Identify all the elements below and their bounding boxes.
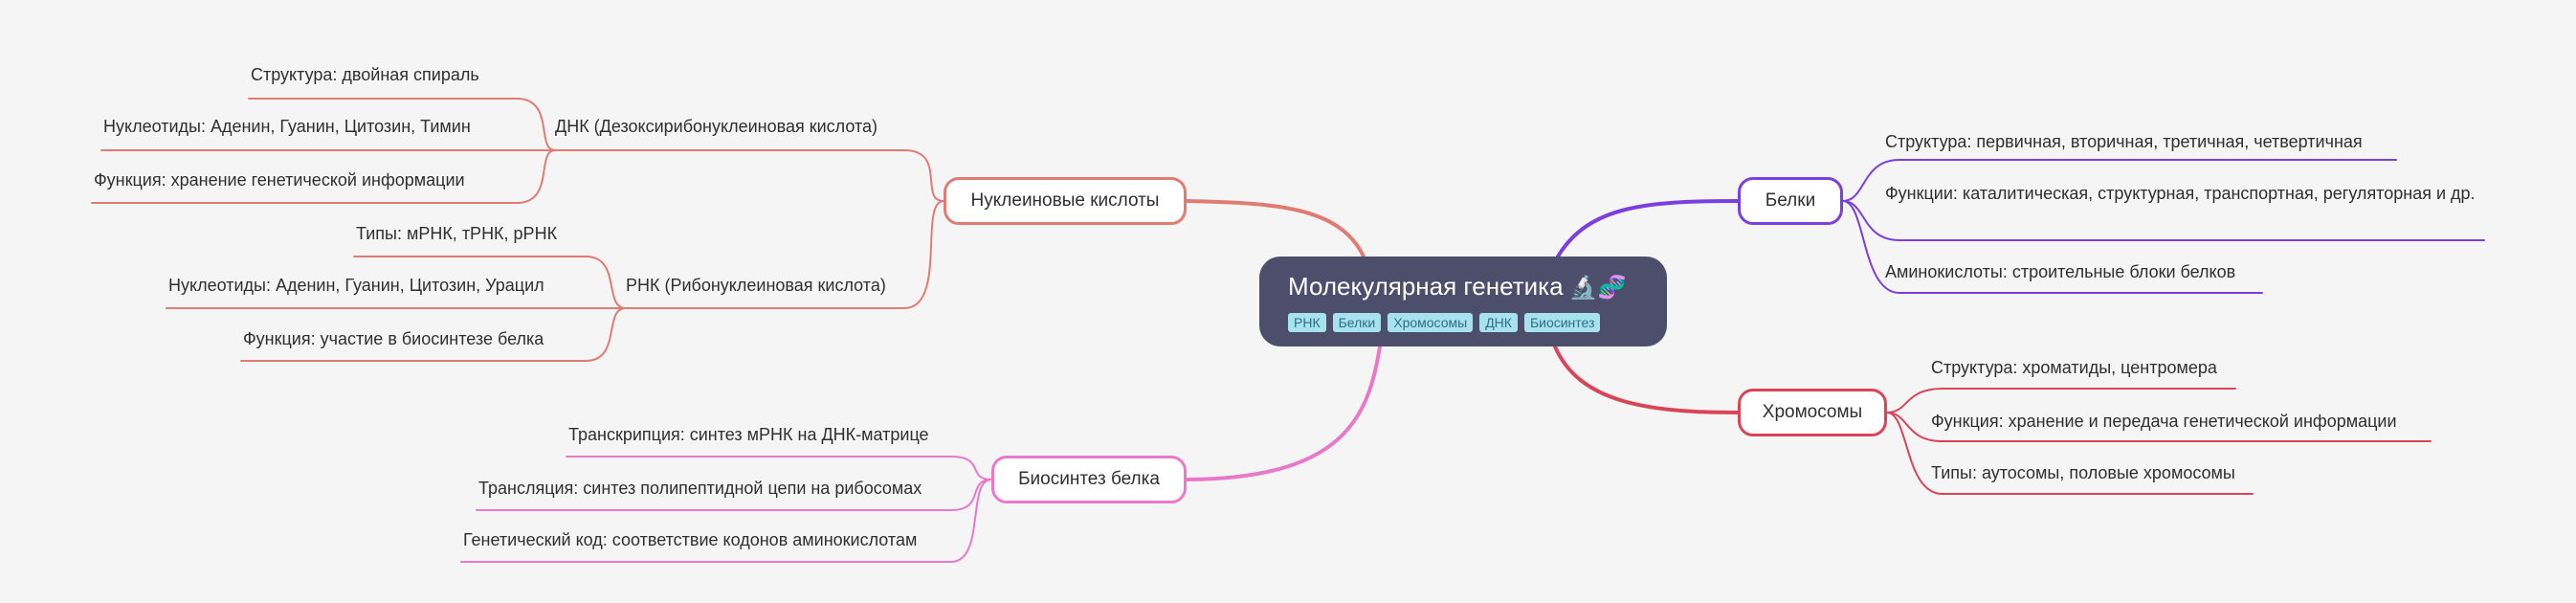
connector-central-proteins — [1556, 199, 1740, 258]
rna-nucleotides[interactable]: Нуклеотиды: Аденин, Гуанин, Цитозин, Ура… — [168, 276, 544, 295]
connector-central-chromosomes — [1553, 345, 1740, 414]
connector-rna-types — [353, 256, 627, 309]
tag-rna[interactable]: РНК — [1288, 313, 1326, 332]
chromosomes-function[interactable]: Функция: хранение и передача генетическо… — [1931, 412, 2397, 431]
connector-central-nucleic — [1185, 199, 1366, 258]
connector-dna-structure — [248, 98, 556, 151]
biosynthesis-transcription[interactable]: Транскрипция: синтез мРНК на ДНК-матрице — [568, 425, 929, 444]
branch-nucleic-acids[interactable]: Нуклеиновые кислоты — [944, 177, 1187, 225]
branch-proteins[interactable]: Белки — [1738, 177, 1843, 225]
connector-chromo-function — [1886, 412, 2432, 442]
microscope-dna-icon: 🔬🧬 — [1568, 275, 1627, 301]
tag-biosynthesis[interactable]: Биосинтез — [1523, 313, 1601, 332]
connector-bio-translation — [476, 479, 992, 511]
branch-protein-biosynthesis-label: Биосинтез белка — [1018, 469, 1160, 489]
connector-chromo-types — [1886, 412, 2254, 495]
connector-central-biosynthesis — [1185, 345, 1382, 481]
chromosomes-types[interactable]: Типы: аутосомы, половые хромосомы — [1931, 463, 2235, 482]
branch-chromosomes-label: Хромосомы — [1762, 402, 1863, 422]
connector-proteins-structure — [1842, 159, 2397, 202]
proteins-amino-acids[interactable]: Аминокислоты: строительные блоки белков — [1885, 262, 2236, 281]
tag-proteins[interactable]: Белки — [1332, 313, 1382, 332]
rna-function[interactable]: Функция: участие в биосинтезе белка — [243, 329, 544, 348]
central-title-row: Молекулярная генетика🔬🧬 — [1288, 270, 1667, 304]
connector-bio-transcription — [566, 456, 992, 480]
proteins-structure[interactable]: Структура: первичная, вторичная, третичн… — [1885, 132, 2363, 151]
branch-protein-biosynthesis[interactable]: Биосинтез белка — [991, 456, 1187, 503]
dna-nucleotides[interactable]: Нуклеотиды: Аденин, Гуанин, Цитозин, Тим… — [103, 117, 471, 136]
central-topic[interactable]: Молекулярная генетика🔬🧬 РНК Белки Хромос… — [1259, 257, 1667, 346]
chromosomes-structure[interactable]: Структура: хроматиды, центромера — [1931, 358, 2217, 377]
branch-chromosomes[interactable]: Хромосомы — [1738, 389, 1887, 436]
connector-chromo-structure — [1886, 388, 2236, 413]
subtopic-rna[interactable]: РНК (Рибонуклеиновая кислота) — [626, 276, 886, 295]
proteins-functions[interactable]: Функции: каталитическая, структурная, тр… — [1885, 184, 2476, 203]
tag-dna[interactable]: ДНК — [1479, 313, 1518, 332]
connector-bio-code — [460, 479, 992, 563]
central-title: Молекулярная генетика — [1288, 272, 1564, 301]
tag-chromosomes[interactable]: Хромосомы — [1388, 313, 1474, 332]
biosynthesis-genetic-code[interactable]: Генетический код: соответствие кодонов а… — [463, 530, 918, 549]
dna-function[interactable]: Функция: хранение генетической информаци… — [94, 170, 465, 190]
branch-proteins-label: Белки — [1765, 190, 1816, 211]
subtopic-dna[interactable]: ДНК (Дезоксирибонуклеиновая кислота) — [555, 117, 878, 136]
connector-rna-function — [240, 307, 627, 362]
connector-dna-function — [91, 149, 556, 204]
connector-proteins-functions — [1842, 200, 2485, 241]
connector-proteins-amino — [1842, 200, 2263, 294]
rna-types[interactable]: Типы: мРНК, тРНК, рРНК — [356, 224, 558, 243]
dna-structure[interactable]: Структура: двойная спираль — [251, 65, 479, 84]
biosynthesis-translation[interactable]: Трансляция: синтез полипептидной цепи на… — [478, 479, 922, 498]
branch-nucleic-acids-label: Нуклеиновые кислоты — [970, 190, 1160, 211]
connector-nucleic-dna — [554, 149, 944, 202]
connector-nucleic-rna — [625, 200, 944, 309]
tag-list: РНК Белки Хромосомы ДНК Биосинтез — [1288, 313, 1667, 332]
